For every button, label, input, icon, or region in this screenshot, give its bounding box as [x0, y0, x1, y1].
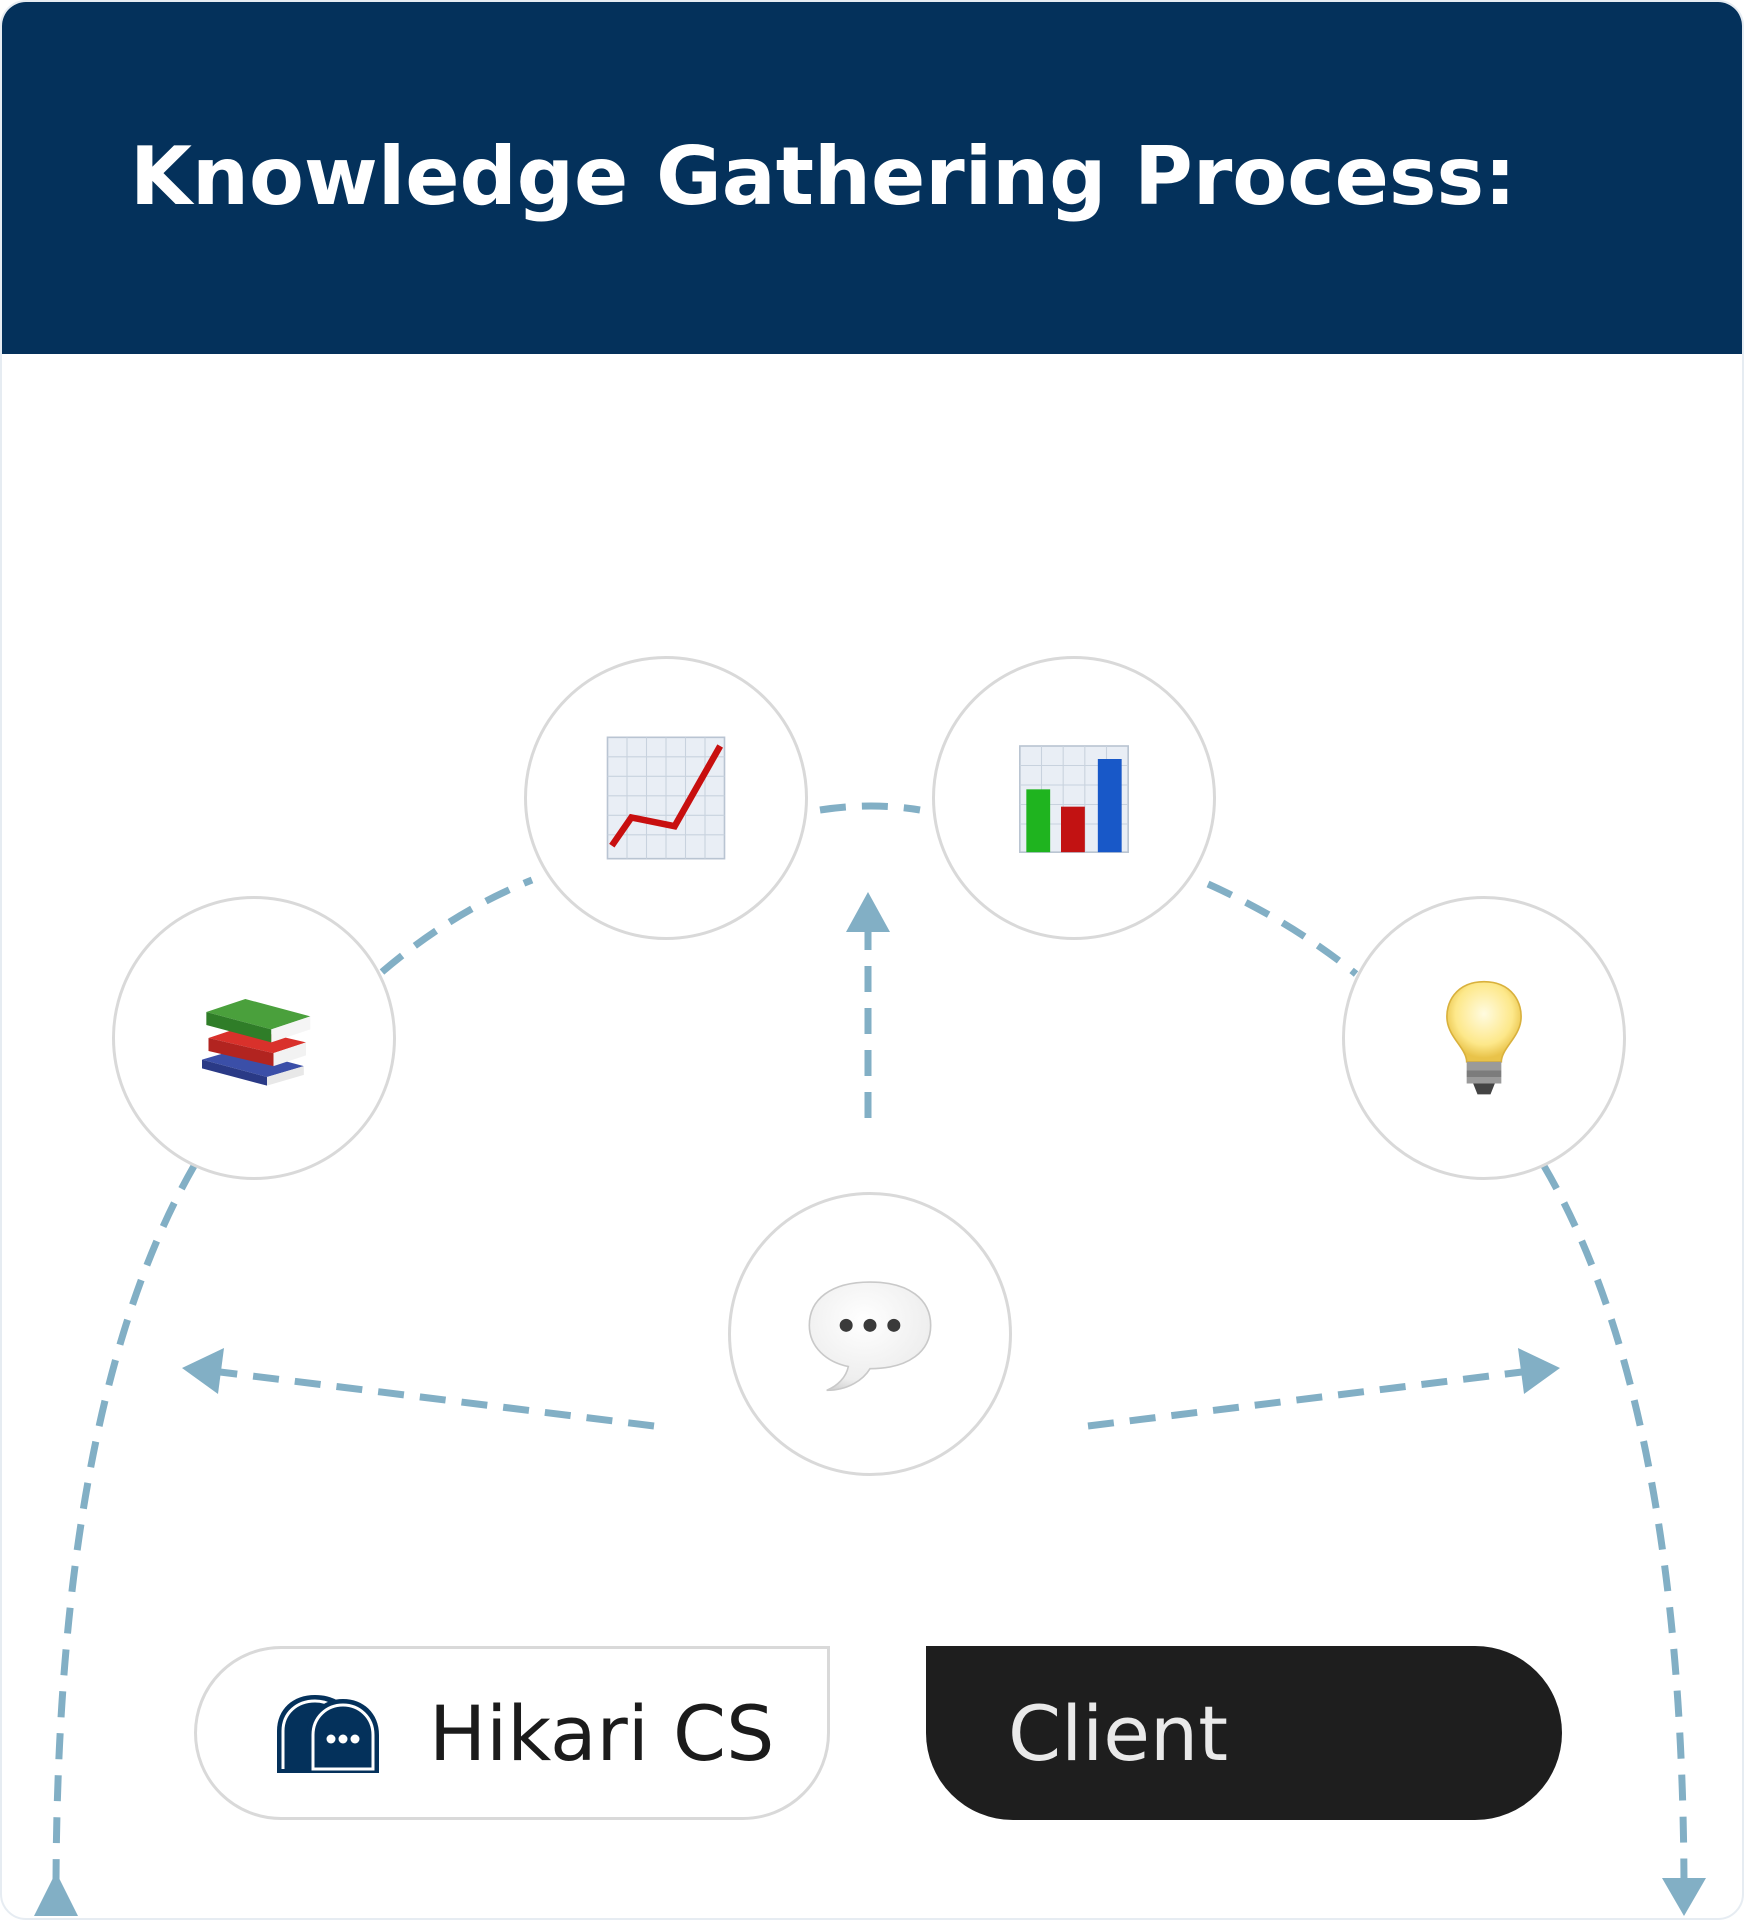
- node-books: [112, 896, 396, 1180]
- arrowhead-up: [846, 892, 890, 932]
- bar-chart-icon: [1019, 745, 1129, 853]
- hikari-chat-logo-icon: [277, 1695, 379, 1773]
- node-trend: [524, 656, 808, 940]
- client-pill: Client: [926, 1646, 1562, 1820]
- books-icon: [202, 999, 311, 1086]
- connector-speech-right: [1087, 1368, 1523, 1430]
- connector-books-trend: [379, 876, 534, 975]
- connector-idea-down: [1540, 1164, 1688, 1883]
- node-idea: [1342, 896, 1626, 1180]
- client-label: Client: [1008, 1688, 1229, 1778]
- arrowhead-left: [182, 1348, 224, 1394]
- node-speech: [728, 1192, 1012, 1476]
- light-bulb-icon: [1446, 980, 1522, 1095]
- hikari-cs-label: Hikari CS: [429, 1688, 775, 1778]
- node-bars: [932, 656, 1216, 940]
- page-title: Knowledge Gathering Process:: [130, 130, 1517, 223]
- arrowhead-bottom-right: [1662, 1878, 1706, 1916]
- arrowhead-right: [1518, 1348, 1560, 1394]
- speech-balloon-icon: [808, 1281, 932, 1392]
- connector-books-down: [52, 1164, 198, 1883]
- connector-trend-bars: [819, 802, 921, 814]
- connector-bars-idea: [1206, 880, 1359, 977]
- header-banner: Knowledge Gathering Process:: [2, 2, 1742, 354]
- chart-increasing-icon: [606, 736, 726, 860]
- arrowhead-bottom-left: [34, 1872, 78, 1916]
- connector-speech-left: [219, 1368, 655, 1430]
- hikari-cs-pill: Hikari CS: [194, 1646, 830, 1820]
